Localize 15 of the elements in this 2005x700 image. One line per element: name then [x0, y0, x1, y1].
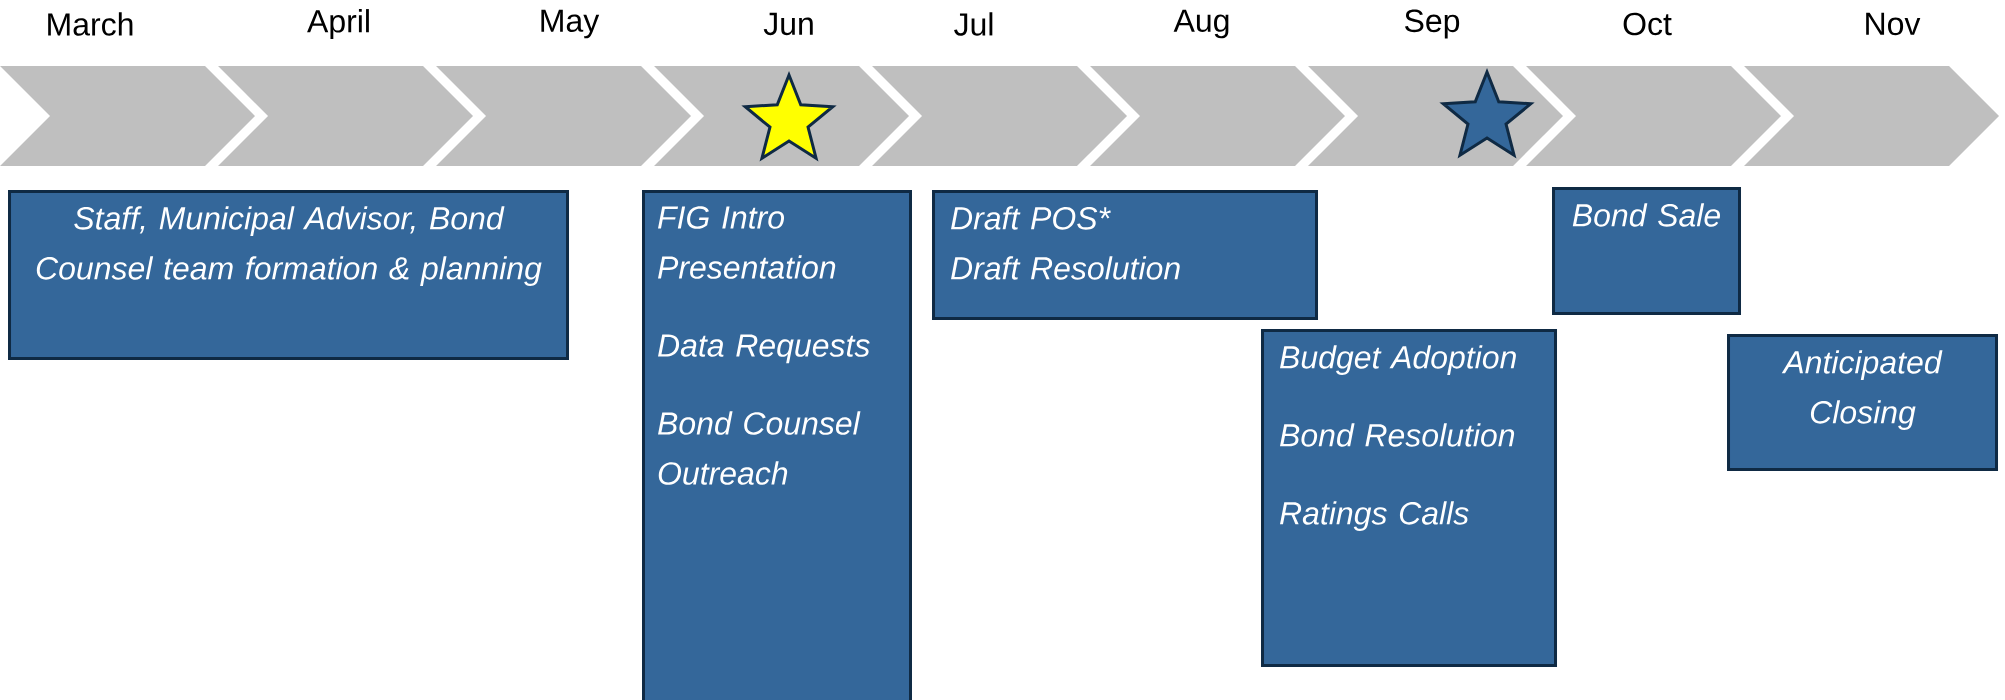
- month-label: April: [307, 9, 369, 39]
- text-box: Staff, Municipal Advisor, Bond Counsel team formation & planning: [8, 190, 569, 360]
- text-box: Draft POS* Draft Resolution: [932, 190, 1318, 320]
- text-box: Bond Sale: [1552, 187, 1741, 315]
- text-box: Budget Adoption Bond Resolution Ratings Calls: [1261, 329, 1557, 667]
- month-label: Jun: [763, 12, 813, 36]
- month-label: Sep: [1405, 9, 1460, 39]
- text-box: Anticipated Closing: [1727, 334, 1998, 471]
- text-box: FIG Intro Presentation Data Requests Bond Counsel Outreach: [642, 190, 912, 700]
- month-label: March: [48, 12, 133, 36]
- month-label: Nov: [1866, 12, 1921, 36]
- month-label: Jul: [954, 12, 993, 36]
- month-label: May: [541, 9, 600, 39]
- month-label: Oct: [1623, 12, 1672, 36]
- month-label: Aug: [1173, 9, 1229, 39]
